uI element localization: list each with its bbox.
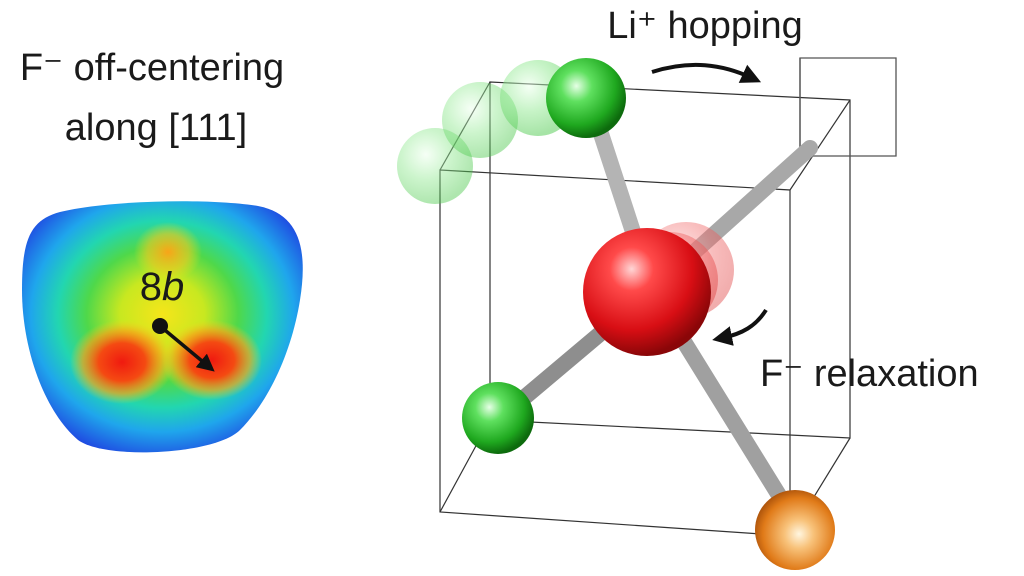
target-site-box: [799, 57, 897, 157]
li-hopping-label: Li⁺ hopping: [607, 5, 802, 47]
off-centering-arrow: [158, 324, 215, 372]
li-ghost-atom: [442, 82, 518, 158]
li-hopping-trail: [397, 60, 576, 204]
f-atom-center: [583, 228, 711, 356]
li-atom-left: [462, 382, 534, 454]
f-relaxation-label: F⁻ relaxation: [760, 353, 979, 395]
hopping-arrow: [651, 62, 762, 83]
li-atom-top: [546, 58, 626, 138]
corner-atom-orange: [755, 490, 835, 570]
site-label-8b: 8b: [140, 265, 185, 309]
relaxation-arrow: [712, 308, 768, 346]
left-title-line2: along [111]: [65, 107, 247, 149]
left-title-line1: F⁻ off-centering: [20, 47, 284, 89]
